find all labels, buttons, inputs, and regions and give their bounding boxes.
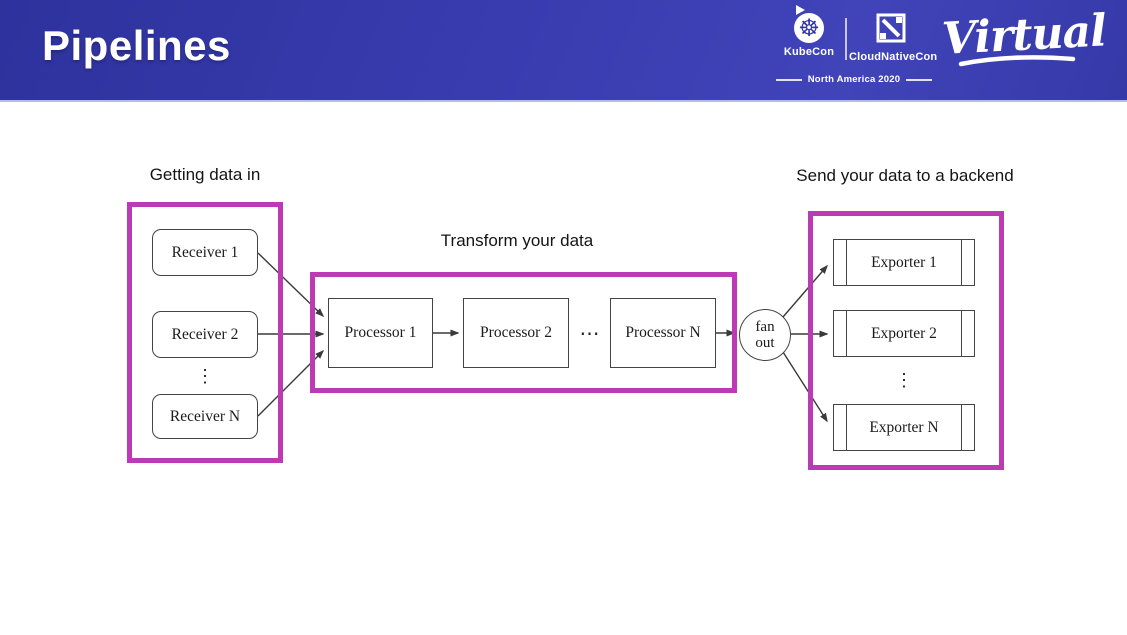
fanout-node: fan out	[739, 309, 791, 361]
kubecon-flag-icon	[796, 5, 805, 15]
pipelines-diagram: Getting data in Transform your data Send…	[0, 102, 1127, 635]
logo-divider	[845, 18, 847, 60]
receivers-ellipsis: ⋮	[196, 365, 214, 386]
receivers-group-frame	[127, 202, 283, 463]
receiver-n-node: Receiver N	[152, 394, 258, 439]
slide-title: Pipelines	[42, 22, 231, 69]
cloudnativecon-label: CloudNativeCon	[849, 51, 938, 63]
fanout-line1: fan	[755, 318, 775, 335]
virtual-underline-icon	[958, 55, 1076, 67]
section-label-receivers: Getting data in	[149, 165, 261, 184]
event-dash-right	[906, 78, 933, 81]
exporter-n-node: Exporter N	[833, 404, 975, 451]
receiver-1-node: Receiver 1	[152, 229, 258, 276]
processor-1-node: Processor 1	[328, 298, 433, 368]
event-dash-left	[775, 78, 802, 81]
exporter-1-node: Exporter 1	[833, 239, 975, 286]
processors-ellipsis: ⋯	[579, 322, 601, 345]
exporters-group-frame	[808, 211, 1004, 470]
kubernetes-wheel-icon: ☸	[794, 13, 824, 43]
processor-n-node: Processor N	[610, 298, 716, 368]
kubecon-logo: ☸ KubeCon	[777, 5, 841, 58]
processor-2-node: Processor 2	[463, 298, 569, 368]
event-name-row: North America 2020	[768, 74, 940, 85]
cloudnativecon-logo: CloudNativeCon	[849, 13, 938, 63]
event-name: North America 2020	[807, 74, 901, 85]
processors-group-frame	[310, 272, 737, 393]
fanout-line2: out	[755, 335, 775, 351]
header-banner: Pipelines ☸ KubeCon CloudNativeCon North…	[0, 0, 1127, 102]
kubecon-label: KubeCon	[783, 46, 835, 58]
cloudnativecon-icon	[876, 13, 906, 43]
exporter-2-node: Exporter 2	[833, 310, 975, 357]
receiver-2-node: Receiver 2	[152, 311, 258, 358]
section-label-processors: Transform your data	[440, 231, 594, 250]
section-label-exporters: Send your data to a backend	[796, 166, 1014, 185]
exporters-ellipsis: ⋮	[895, 369, 913, 390]
virtual-wordmark: Virtual	[941, 5, 1107, 68]
virtual-text: Virtual	[940, 5, 1107, 65]
